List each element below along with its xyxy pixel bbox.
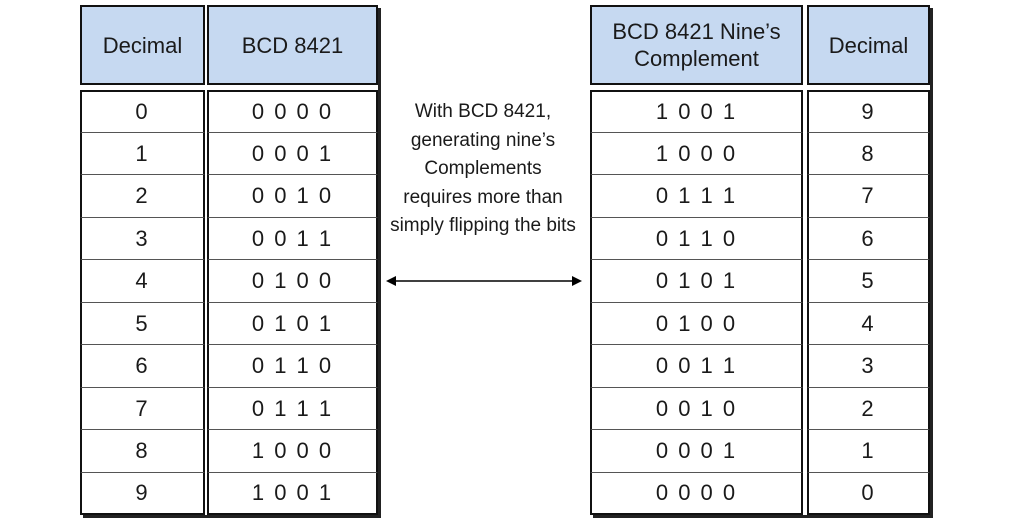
- table-cell: 0 1 0 0: [207, 260, 378, 303]
- column-header: BCD 8421: [207, 5, 378, 85]
- table-cell: 6: [80, 345, 205, 388]
- table-cell: 0 1 1 0: [590, 217, 803, 260]
- table-cell: 2: [80, 175, 205, 218]
- table-cell: 0 0 0 1: [590, 430, 803, 473]
- column-header: Decimal: [807, 5, 930, 85]
- table-cell: 0 1 1 1: [590, 175, 803, 218]
- table-cell: 0 1 0 0: [590, 302, 803, 345]
- table-cell: 0 1 1 0: [207, 345, 378, 388]
- table-cell: 1 0 0 1: [590, 90, 803, 133]
- table-cell: 6: [807, 217, 930, 260]
- table-cell: 0 1 0 1: [590, 260, 803, 303]
- table-cell: 4: [80, 260, 205, 303]
- table-cell: 0 0 1 1: [590, 345, 803, 388]
- table-cell: 0 0 0 0: [590, 472, 803, 515]
- table-cell: 1: [807, 430, 930, 473]
- table-cell: 0 0 1 0: [590, 387, 803, 430]
- table-cell: 0 1 1 1: [207, 387, 378, 430]
- table-cell: 7: [807, 175, 930, 218]
- table-cell: 7: [80, 387, 205, 430]
- table-cell: 9: [80, 472, 205, 515]
- table-cell: 3: [80, 217, 205, 260]
- table-cell: 8: [80, 430, 205, 473]
- table-cell: 4: [807, 302, 930, 345]
- table-cell: 2: [807, 387, 930, 430]
- table-cell: 3: [807, 345, 930, 388]
- table-cell: 1 0 0 1: [207, 472, 378, 515]
- table-cell: 1: [80, 132, 205, 175]
- table-cell: 1 0 0 0: [207, 430, 378, 473]
- table-cell: 1 0 0 0: [590, 132, 803, 175]
- table-cell: 0 0 1 1: [207, 217, 378, 260]
- table-cell: 0: [807, 472, 930, 515]
- table-cell: 8: [807, 132, 930, 175]
- table-cell: 5: [80, 302, 205, 345]
- table-cell: 9: [807, 90, 930, 133]
- double-arrow-icon: [386, 276, 582, 286]
- explanation-note: With BCD 8421, generating nine’s Complem…: [390, 101, 576, 236]
- table-cell: 0 0 0 0: [207, 90, 378, 133]
- table-cell: 5: [807, 260, 930, 303]
- column-header: Decimal: [80, 5, 205, 85]
- table-cell: 0 0 0 1: [207, 132, 378, 175]
- table-cell: 0: [80, 90, 205, 133]
- table-cell: 0 1 0 1: [207, 302, 378, 345]
- column-header: BCD 8421 Nine’s Complement: [590, 5, 803, 85]
- table-cell: 0 0 1 0: [207, 175, 378, 218]
